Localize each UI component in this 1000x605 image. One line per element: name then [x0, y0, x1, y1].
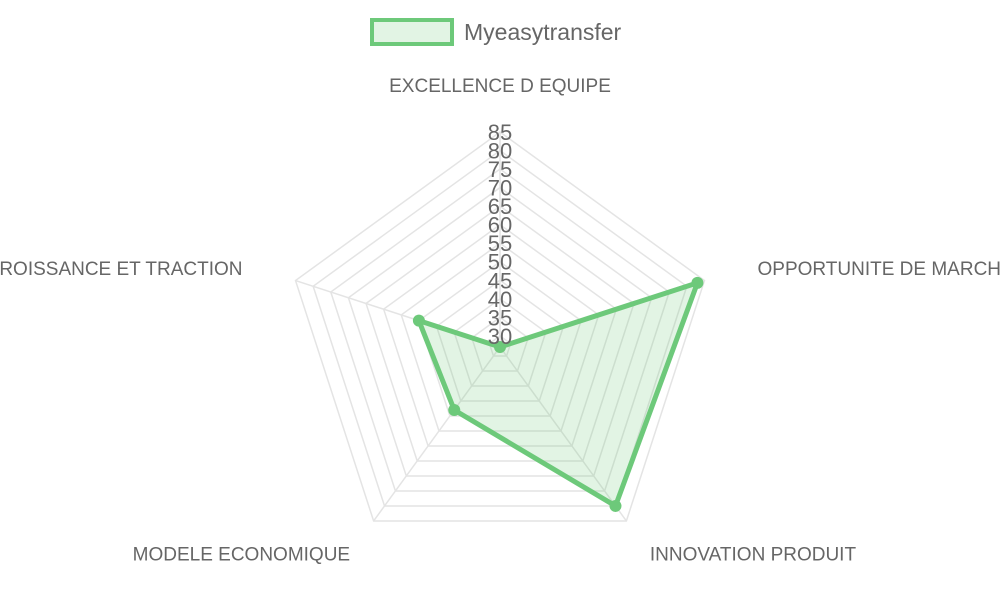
legend-label: Myeasytransfer	[464, 19, 622, 45]
axis-label: EXCELLENCE D EQUIPE	[389, 76, 611, 97]
tick-label: 50	[488, 250, 512, 275]
grid-ring	[418, 260, 582, 417]
axis-label: OPPORTUNITE DE MARCHE	[758, 259, 1000, 280]
axis-label: MODELE ECONOMIQUE	[133, 544, 350, 565]
data-point[interactable]	[609, 499, 622, 512]
tick-label: 35	[488, 305, 512, 330]
data-point[interactable]	[448, 403, 461, 416]
data-point[interactable]	[412, 314, 425, 327]
tick-label: 45	[488, 268, 512, 293]
legend-swatch	[370, 18, 454, 46]
tick-label: 60	[488, 213, 512, 238]
grid-ring	[312, 149, 688, 507]
grid-ring	[382, 223, 618, 447]
grid-ring	[453, 297, 547, 387]
axis-label: INNOVATION PRODUIT	[650, 544, 857, 565]
grid-spoke	[499, 346, 627, 522]
grid-ring	[435, 279, 565, 402]
data-point[interactable]	[494, 341, 506, 353]
grid-ring	[365, 205, 635, 462]
grid-ring	[347, 186, 653, 477]
tick-label: 30	[488, 324, 512, 349]
tick-label: 40	[488, 287, 512, 312]
axis-label: CROISSANCE ET TRACTION	[0, 259, 242, 280]
data-point[interactable]	[691, 276, 704, 289]
grid-ring	[329, 168, 671, 492]
tick-label: 65	[488, 194, 512, 219]
tick-label: 70	[488, 176, 512, 201]
grid-ring	[400, 242, 600, 432]
tick-label: 85	[488, 120, 512, 145]
grid-spoke	[373, 346, 501, 522]
tick-label: 55	[488, 231, 512, 256]
grid-ring	[294, 131, 706, 522]
tick-label: 75	[488, 157, 512, 182]
tick-label: 80	[488, 139, 512, 164]
series-area	[416, 280, 700, 509]
grid-ring	[470, 316, 530, 372]
